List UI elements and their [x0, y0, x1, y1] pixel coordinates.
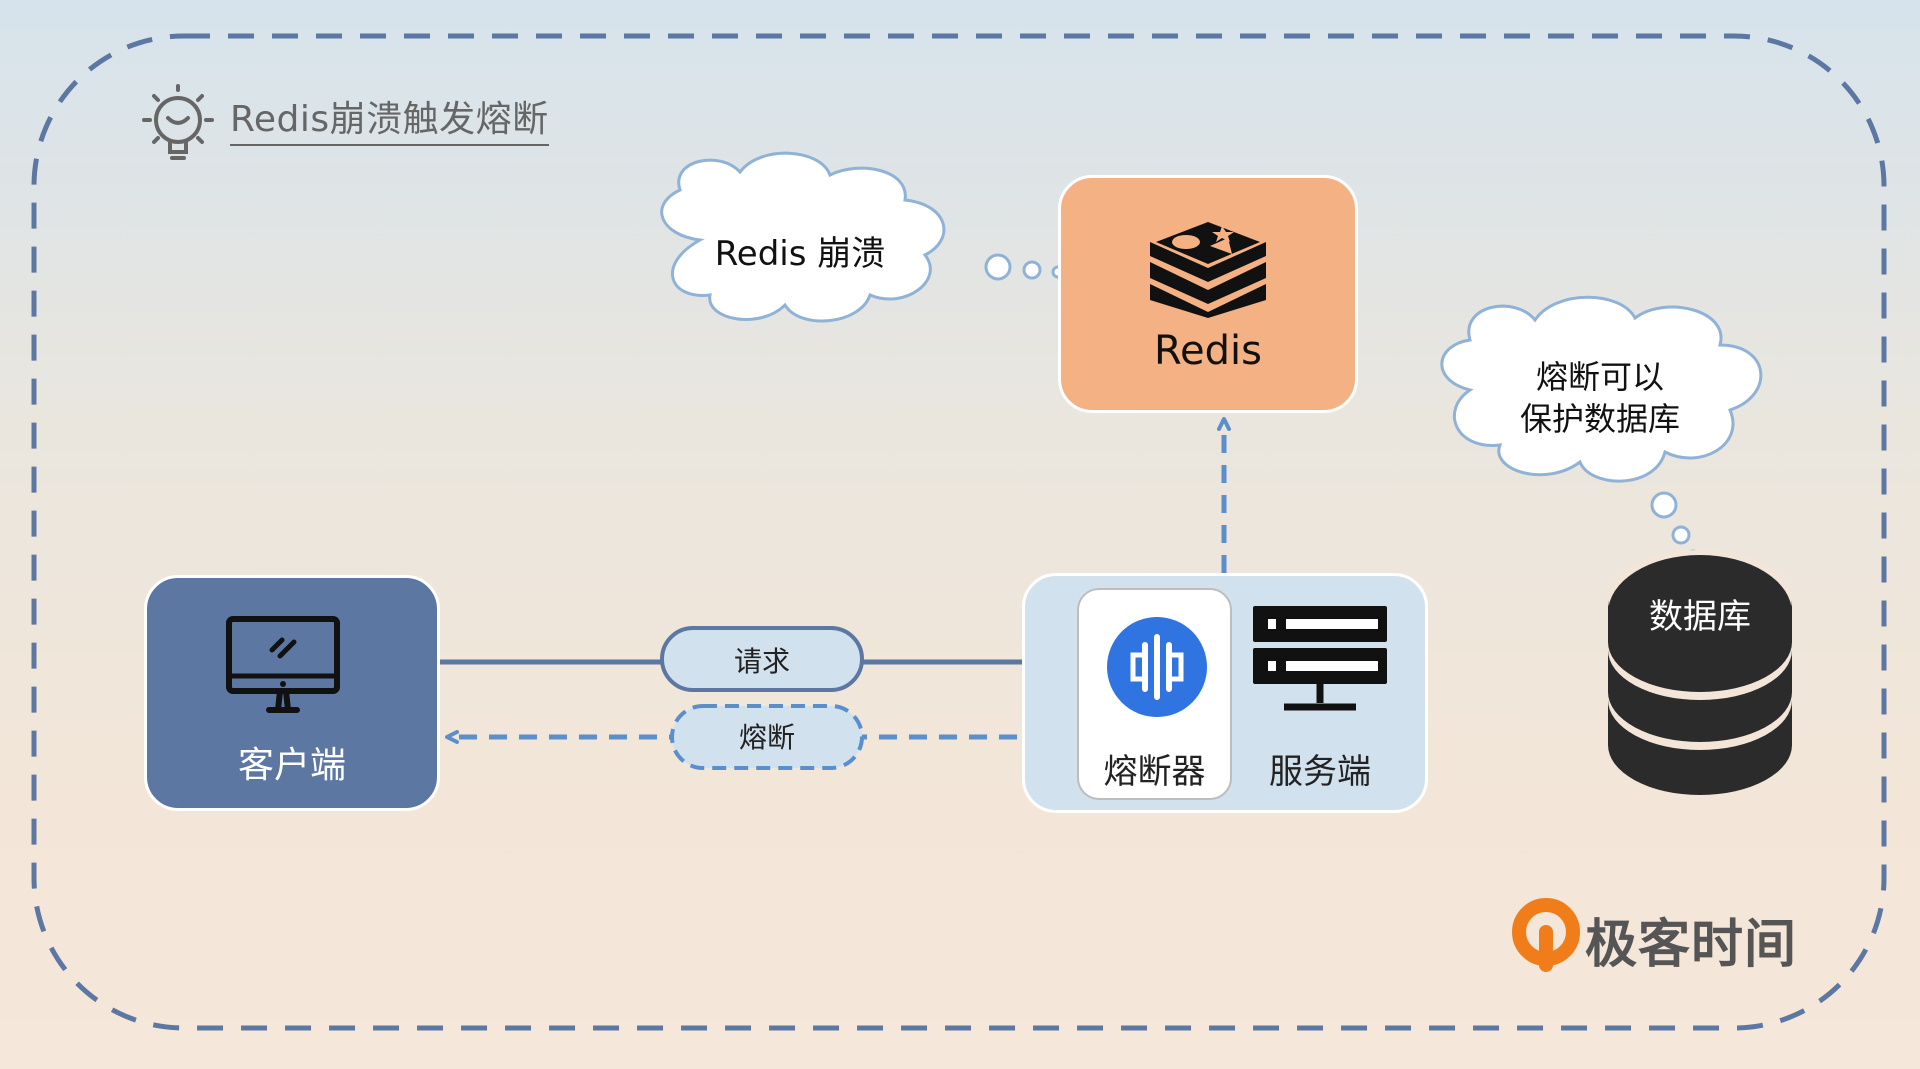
monitor-icon	[226, 616, 340, 713]
protect-db-text: 熔断可以 保护数据库	[1480, 356, 1720, 440]
redis-label: Redis	[1154, 328, 1262, 374]
redis-crash-cloud	[660, 151, 1065, 323]
redis-icon	[1150, 222, 1266, 318]
request-pill	[660, 626, 864, 692]
database-icon	[1608, 550, 1792, 795]
server-icon	[1253, 606, 1387, 711]
fuse-label: 熔断	[738, 721, 795, 754]
lightbulb-icon	[142, 84, 214, 160]
circuit-breaker-icon	[1107, 617, 1207, 717]
redis-crash-text: Redis 崩溃	[714, 234, 886, 274]
server-label: 服务端	[1269, 752, 1371, 792]
protect-db-line1: 熔断可以	[1535, 358, 1664, 396]
protect-db-line2: 保护数据库	[1519, 400, 1680, 438]
diagram-title: Redis崩溃触发熔断	[230, 98, 549, 146]
outer-frame	[31, 33, 1887, 1031]
client-label: 客户端	[237, 745, 346, 786]
geektime-logo-icon	[1512, 898, 1580, 972]
database-label: 数据库	[1649, 597, 1751, 637]
request-label: 请求	[733, 645, 790, 678]
circuit-breaker-label: 熔断器	[1103, 752, 1206, 792]
fuse-pill	[670, 704, 864, 770]
brand-name: 极客时间	[1585, 915, 1798, 975]
